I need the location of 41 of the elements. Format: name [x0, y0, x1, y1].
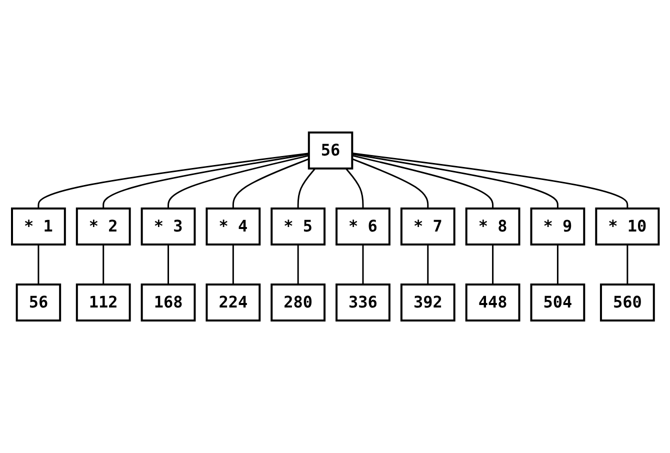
node-box: * 6	[335, 208, 390, 246]
node-box: * 5	[270, 208, 326, 246]
connector	[626, 244, 628, 284]
connector	[37, 152, 309, 208]
connector	[352, 153, 558, 208]
node-box: * 4	[205, 208, 260, 246]
node-box: 392	[400, 284, 455, 322]
node-box: 280	[270, 284, 326, 322]
connector	[492, 244, 494, 284]
node-box: 224	[205, 284, 260, 322]
connector	[232, 158, 309, 208]
connector	[167, 154, 309, 208]
node-box: * 8	[465, 208, 520, 246]
node-box: 56	[15, 284, 61, 322]
connector	[296, 244, 298, 284]
node-box: * 3	[140, 208, 196, 246]
connector	[362, 244, 364, 284]
node-box: 112	[76, 284, 130, 322]
node-box: * 10	[594, 208, 660, 246]
connector	[102, 244, 104, 284]
connector	[296, 168, 316, 208]
connector	[426, 244, 428, 284]
node-box: * 9	[530, 208, 585, 246]
node-box: 560	[600, 284, 655, 322]
connector	[352, 154, 494, 208]
connector	[345, 168, 364, 208]
node-box: 168	[140, 284, 196, 322]
connector	[352, 158, 428, 208]
connector	[102, 153, 309, 208]
node-box: * 1	[10, 208, 66, 246]
node-box: 504	[530, 284, 585, 322]
node-box: 336	[335, 284, 390, 322]
connector	[232, 244, 234, 284]
connector	[352, 152, 628, 208]
connector	[556, 244, 558, 284]
connector	[37, 244, 39, 284]
connector	[167, 244, 169, 284]
node-box: 56	[308, 132, 353, 170]
node-box: * 2	[76, 208, 130, 246]
node-box: 448	[465, 284, 520, 322]
node-box: * 7	[400, 208, 455, 246]
